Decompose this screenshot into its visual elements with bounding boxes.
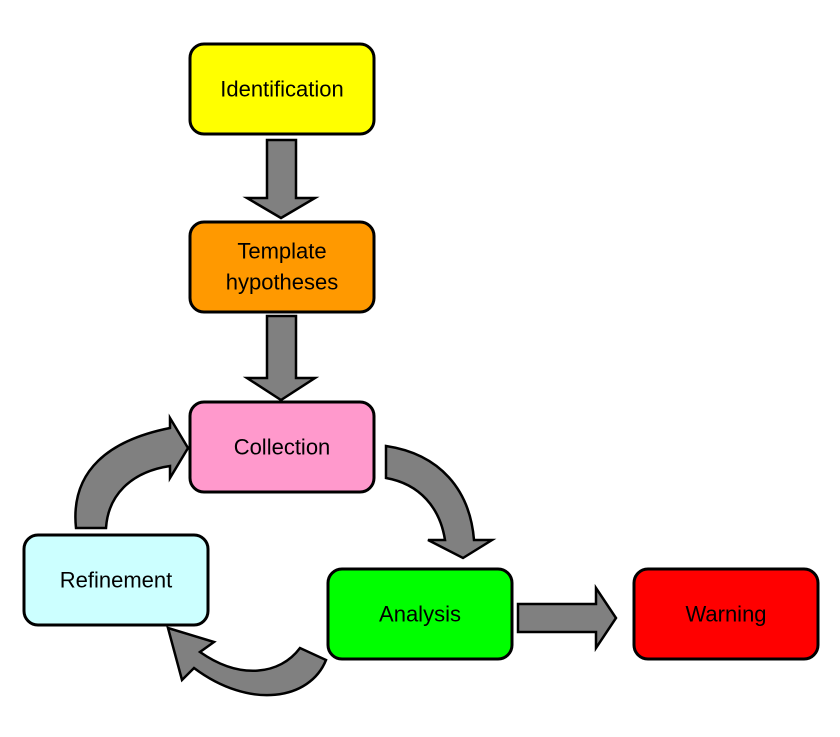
refinement-box (22, 533, 210, 627)
template-hypotheses-label-line1: Template (237, 239, 326, 264)
refinement-label: Refinement (60, 568, 173, 593)
arrow-identification-to-template (242, 138, 320, 220)
collection-box (188, 400, 376, 494)
arrow-analysis-to-warning (516, 583, 618, 653)
node-identification: Identification (188, 42, 376, 136)
node-analysis: Analysis (326, 567, 514, 661)
collection-label: Collection (234, 435, 331, 460)
node-refinement: Refinement (22, 533, 210, 627)
arrow-analysis-to-refinement (166, 626, 328, 697)
identification-label: Identification (220, 77, 344, 102)
arrow-refinement-to-collection (74, 413, 190, 530)
template-hypotheses-label-line2: hypotheses (226, 270, 339, 295)
node-collection: Collection (188, 400, 376, 494)
analysis-box (326, 567, 514, 661)
arrow-template-to-collection (242, 314, 320, 402)
warning-label: Warning (685, 602, 766, 627)
warning-box (632, 567, 820, 661)
node-template-hypotheses: Template hypotheses (188, 220, 376, 314)
arrows (74, 138, 618, 697)
identification-box (188, 42, 376, 136)
arrow-collection-to-analysis (384, 444, 497, 560)
template-hypotheses-box (188, 220, 376, 314)
analysis-label: Analysis (379, 602, 461, 627)
node-warning: Warning (632, 567, 820, 661)
